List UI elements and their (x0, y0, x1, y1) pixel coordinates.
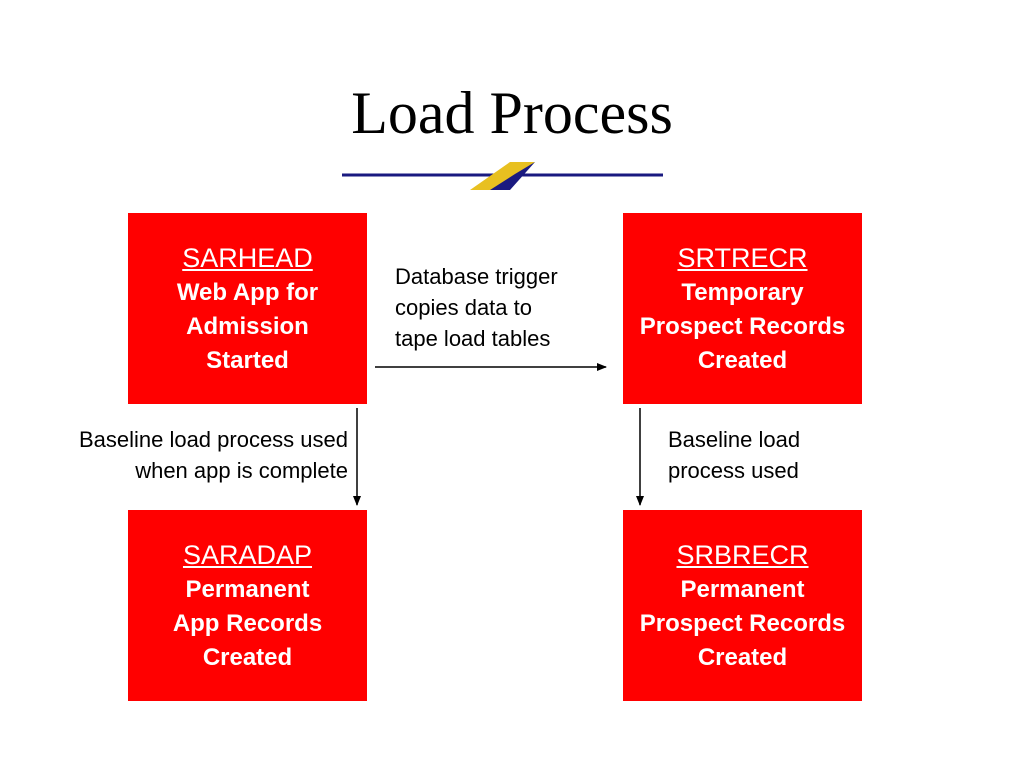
box-code: SRBRECR (676, 540, 809, 570)
note-baseline-left: Baseline load process used when app is c… (78, 427, 348, 483)
box-sarhead: SARHEAD Web App for Admission Started (128, 213, 367, 404)
box-description: Permanent App Records Created (172, 576, 323, 671)
box-code: SRTRECR (677, 243, 808, 273)
page-title: Load Process (351, 80, 673, 146)
box-description: Permanent Prospect Records Created (639, 576, 846, 671)
box-saradap: SARADAP Permanent App Records Created (128, 510, 367, 701)
divider-accent (470, 162, 535, 190)
note-database-trigger: Database trigger copies data to tape loa… (395, 264, 558, 351)
box-srbrecr: SRBRECR Permanent Prospect Records Creat… (623, 510, 862, 701)
box-srtrecr: SRTRECR Temporary Prospect Records Creat… (623, 213, 862, 404)
title-divider (342, 162, 663, 190)
box-description: Temporary Prospect Records Created (639, 279, 846, 374)
divider-accent-shadow (490, 162, 535, 190)
box-code: SARADAP (182, 540, 313, 570)
box-description: Web App for Admission Started (176, 279, 319, 374)
box-code: SARHEAD (182, 243, 313, 273)
note-baseline-right: Baseline load process used (668, 427, 801, 483)
